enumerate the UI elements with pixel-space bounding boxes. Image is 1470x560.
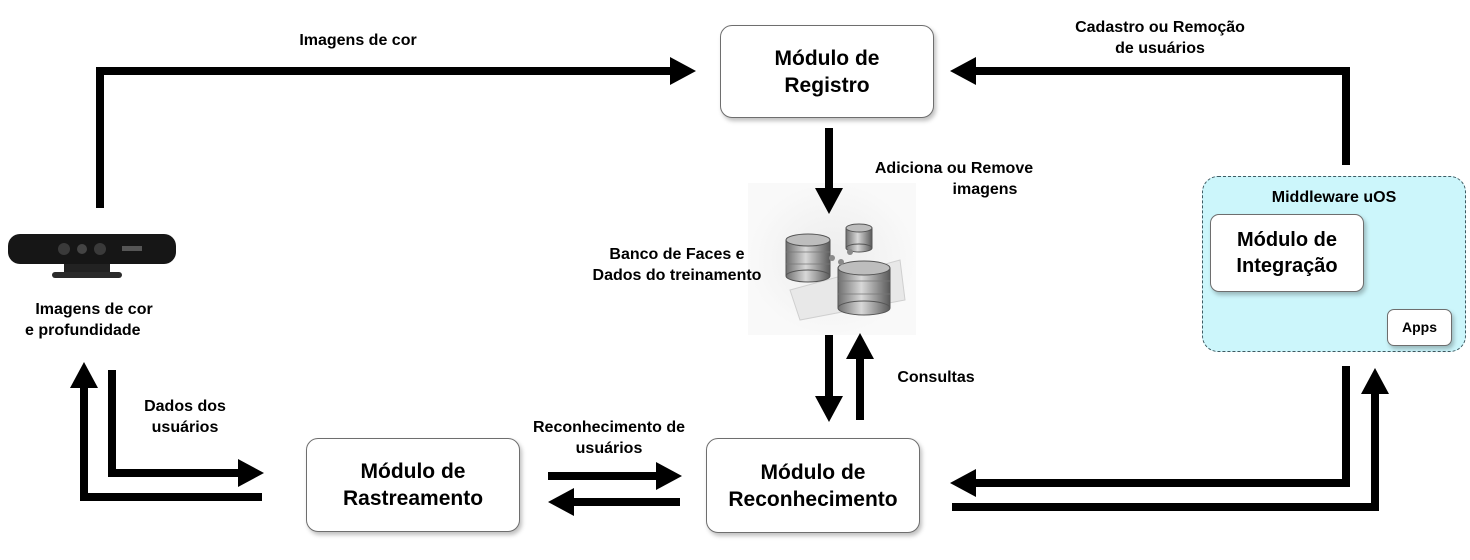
label-consultas: Consultas: [884, 367, 988, 388]
kinect-sensor-icon: [8, 234, 176, 278]
modulo-integracao[interactable]: Módulo de Integração: [1210, 214, 1364, 292]
label-consultas-text: Consultas: [897, 369, 975, 386]
label-adiciona-remove: Adiciona ou Remove imagens: [856, 158, 1052, 200]
modulo-rastreamento-line1: Módulo de: [360, 460, 466, 483]
label-adiciona-line1: Adiciona ou Remove: [874, 160, 1034, 177]
label-dados-line2: usuários: [151, 419, 219, 436]
middleware-title: Middleware uOS: [1271, 189, 1397, 206]
arrow-middleware-to-registro: [975, 67, 1350, 165]
modulo-reconhecimento-line2: Reconhecimento: [728, 487, 898, 511]
modulo-registro[interactable]: Módulo de Registro: [720, 25, 934, 118]
modulo-integracao-line1: Módulo de: [1237, 229, 1337, 251]
label-reconhecimento-usuarios: Reconhecimento de usuários: [514, 417, 704, 459]
label-dados-usuarios: Dados dos usuários: [120, 396, 250, 438]
label-sensor-line2: e profundidade: [25, 322, 141, 339]
arrow-rastreamento-to-sensor: [80, 386, 262, 501]
modulo-registro-line1: Módulo de: [774, 46, 880, 70]
arrow-middleware-to-reconhecimento: [975, 366, 1350, 487]
arrow-reconhecimento-to-middleware: [952, 392, 1379, 511]
label-cadastro-remocao: Cadastro ou Remoção de usuários: [1050, 17, 1270, 59]
label-cadastro-line2: de usuários: [1115, 40, 1205, 57]
label-dados-line1: Dados dos: [144, 398, 226, 415]
modulo-rastreamento[interactable]: Módulo de Rastreamento: [306, 438, 520, 532]
label-banco-line1: Banco de Faces e: [609, 246, 745, 263]
modulo-reconhecimento-line1: Módulo de: [760, 460, 866, 484]
modulo-rastreamento-line2: Rastreamento: [342, 487, 484, 510]
apps-box[interactable]: Apps: [1387, 309, 1452, 346]
label-banco-line2: Dados do treinamento: [592, 267, 762, 284]
apps-label: Apps: [1402, 319, 1437, 335]
label-sensor: Imagens de cor e profundidade: [14, 299, 174, 341]
label-sensor-line1: Imagens de cor: [35, 301, 153, 318]
label-adiciona-line2: imagens: [952, 181, 1018, 198]
arrow-sensor-to-registro: [96, 67, 672, 208]
label-imagens-cor: Imagens de cor: [270, 30, 446, 51]
label-banco-faces: Banco de Faces e Dados do treinamento: [568, 244, 786, 286]
modulo-reconhecimento[interactable]: Módulo de Reconhecimento: [706, 438, 920, 533]
label-imagens-cor-text: Imagens de cor: [299, 32, 417, 49]
modulo-integracao-line2: Integração: [1236, 255, 1338, 277]
modulo-registro-line2: Registro: [784, 73, 870, 97]
arrow-sensor-to-rastreamento: [108, 370, 240, 477]
label-reconhecimento-line2: usuários: [575, 440, 643, 457]
label-reconhecimento-line1: Reconhecimento de: [532, 419, 686, 436]
label-cadastro-line1: Cadastro ou Remoção: [1075, 19, 1245, 36]
